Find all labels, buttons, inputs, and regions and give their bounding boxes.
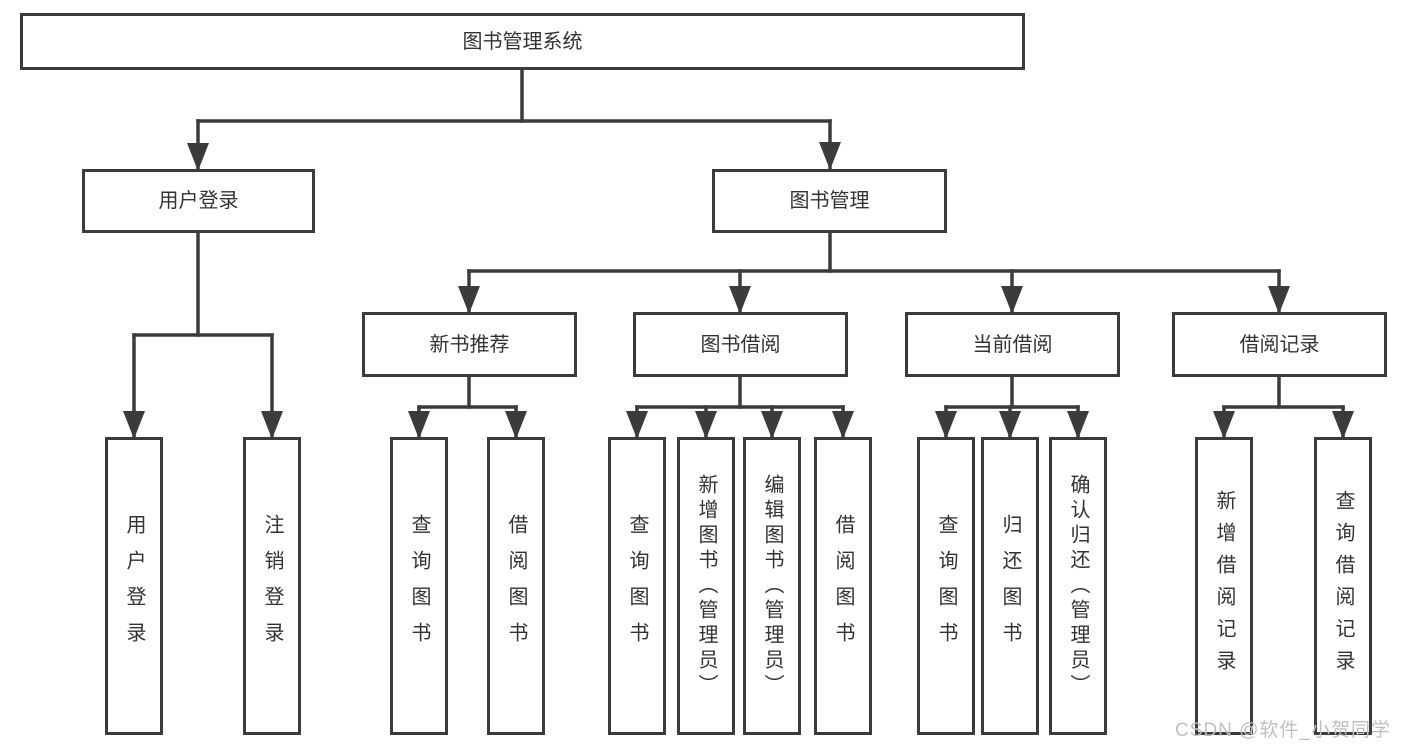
leaf-label: 注销登录 [261,514,283,658]
node-label: 用户登录 [158,190,239,212]
leaf-label: 借阅图书 [505,514,527,658]
leaf-query-books-recommend: 查询图书 [390,437,448,735]
node-label: 图书借阅 [700,333,781,356]
leaf-label: 查询图书 [935,514,957,658]
leaf-label: 借阅图书 [832,514,854,658]
leaf-add-borrow-record: 新增借阅记录 [1195,437,1253,735]
node-label: 借阅记录 [1239,333,1320,356]
leaf-confirm-return-admin: 确认归还（管理员） [1049,437,1107,735]
node-book-management: 图书管理 [712,169,947,233]
node-library-management-system: 图书管理系统 [20,13,1025,70]
node-user-login: 用户登录 [82,169,315,233]
node-new-book-recommend: 新书推荐 [362,312,577,377]
leaf-label: 查询图书 [408,514,430,658]
node-book-borrow: 图书借阅 [633,312,848,377]
leaf-label: 确认归还（管理员） [1067,473,1089,699]
leaf-label: 查询图书 [626,514,648,658]
leaf-return-books: 归还图书 [981,437,1039,735]
leaf-label: 新增图书（管理员） [695,473,717,699]
leaf-logout: 注销登录 [243,437,301,735]
leaf-label: 新增借阅记录 [1213,490,1235,682]
node-label: 图书管理 [789,190,870,212]
leaf-add-books-admin: 新增图书（管理员） [677,437,735,735]
node-label: 图书管理系统 [462,30,583,53]
leaf-label: 编辑图书（管理员） [761,473,783,699]
csdn-watermark: CSDN @软件_小贺同学 [1175,720,1391,741]
leaf-query-books-borrow: 查询图书 [608,437,666,735]
node-label: 新书推荐 [429,333,510,356]
leaf-label: 查询借阅记录 [1332,490,1354,682]
leaf-borrow-books: 借阅图书 [814,437,872,735]
node-borrow-records: 借阅记录 [1172,312,1387,377]
leaf-user-login: 用户登录 [105,437,163,735]
leaf-label: 归还图书 [999,514,1021,658]
leaf-edit-books-admin: 编辑图书（管理员） [743,437,801,735]
leaf-borrow-books-recommend: 借阅图书 [487,437,545,735]
leaf-query-books-current: 查询图书 [917,437,975,735]
node-label: 当前借阅 [972,333,1053,356]
node-current-borrow: 当前借阅 [905,312,1120,377]
leaf-label: 用户登录 [123,514,145,658]
leaf-query-borrow-record: 查询借阅记录 [1314,437,1372,735]
